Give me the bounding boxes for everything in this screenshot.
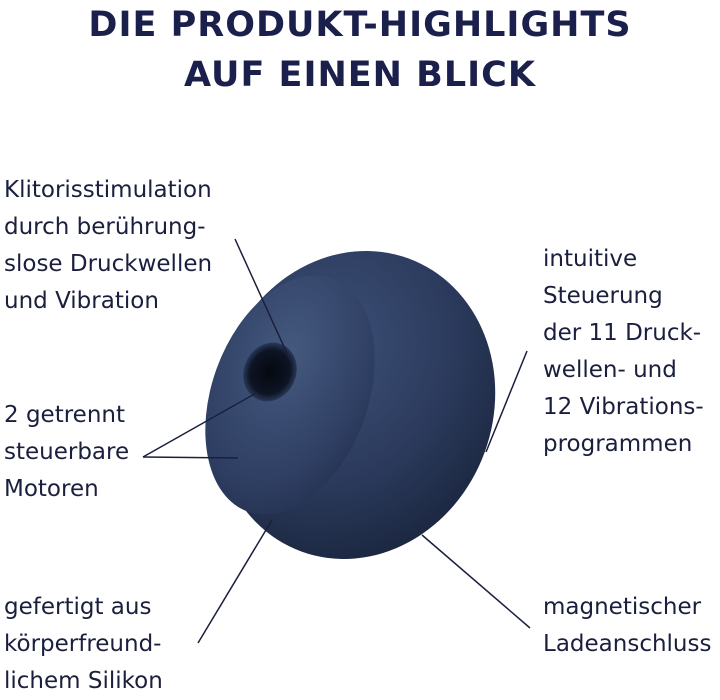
- feature-stimulation-line-2: durch berührung-: [4, 214, 206, 240]
- feature-control-line-3: der 11 Druck-: [543, 320, 702, 346]
- feature-stimulation-line-1: Klitorisstimulation: [4, 177, 212, 203]
- feature-charging-line-2: Ladeanschluss: [543, 631, 712, 657]
- leader-line-charging: [421, 534, 531, 629]
- headline-line-2: AUF EINEN BLICK: [184, 55, 536, 95]
- leader-line-motor-1: [142, 391, 259, 458]
- feature-silicone-line-2: körperfreund-: [4, 631, 162, 657]
- feature-control: intuitive Steuerung der 11 Druck- wellen…: [543, 241, 704, 463]
- feature-control-line-4: wellen- und: [543, 357, 677, 383]
- feature-silicone: gefertigt aus körperfreund- lichem Silik…: [4, 589, 163, 700]
- page-headline: DIE PRODUKT-HIGHLIGHTS AUF EINEN BLICK: [0, 0, 720, 100]
- feature-charging-line-1: magnetischer: [543, 594, 702, 620]
- leader-line-stimulation: [234, 238, 291, 361]
- suction-opening-icon: [243, 342, 297, 402]
- feature-stimulation-line-4: und Vibration: [4, 288, 159, 314]
- feature-control-line-5: 12 Vibrations-: [543, 394, 704, 420]
- feature-control-line-1: intuitive: [543, 246, 638, 272]
- feature-control-line-2: Steuerung: [543, 283, 663, 309]
- leader-line-motor-2: [142, 456, 239, 459]
- feature-stimulation-line-3: slose Druckwellen: [4, 251, 213, 277]
- headline-line-1: DIE PRODUKT-HIGHLIGHTS: [88, 5, 632, 45]
- feature-silicone-line-1: gefertigt aus: [4, 594, 152, 620]
- feature-control-line-6: programmen: [543, 431, 693, 457]
- feature-stimulation: Klitorisstimulation durch berührung- slo…: [4, 172, 212, 320]
- feature-motors: 2 getrennt steuerbare Motoren: [4, 397, 129, 508]
- feature-motors-line-1: 2 getrennt: [4, 402, 125, 428]
- feature-motors-line-2: steuerbare: [4, 439, 130, 465]
- feature-silicone-line-3: lichem Silikon: [4, 668, 163, 694]
- feature-charging: magnetischer Ladeanschluss: [543, 589, 711, 663]
- leader-line-silicone: [197, 519, 273, 644]
- product-face: [205, 275, 375, 515]
- feature-motors-line-3: Motoren: [4, 476, 99, 502]
- leader-line-control: [485, 350, 528, 453]
